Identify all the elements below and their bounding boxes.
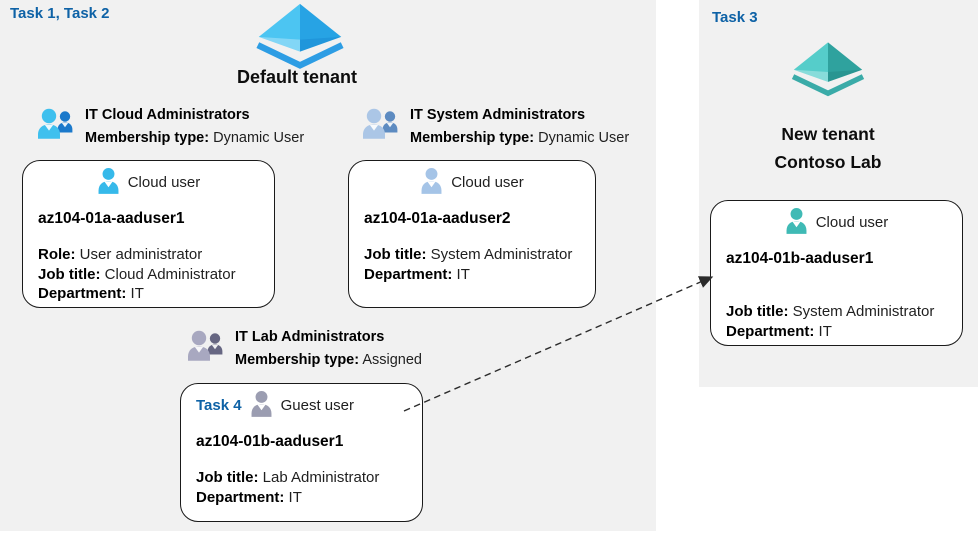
group-name: IT Cloud Administrators (85, 107, 250, 123)
group-users-icon (36, 107, 76, 146)
user-type-label: Cloud user (451, 173, 524, 191)
azure-ad-tenant-icon (254, 3, 346, 74)
new-tenant-icon (790, 40, 866, 103)
group-name: IT System Administrators (410, 107, 586, 123)
department-line: Department: IT (38, 285, 144, 302)
user-type-label: Cloud user (127, 173, 201, 191)
task4-label: Task 4 (196, 396, 242, 414)
card-header: Cloud user (726, 207, 947, 237)
group-membership: Membership type: Assigned (235, 352, 422, 368)
job-title-line: Job title: System Administrator (364, 246, 573, 263)
department-line: Department: IT (364, 265, 470, 283)
group-it-system-administrators: IT System Administrators Membership type… (361, 104, 629, 150)
department-line: Department: IT (196, 488, 302, 506)
new-tenant-name: New tenant Contoso Lab (774, 124, 882, 172)
guest-user-icon (250, 390, 273, 421)
group-it-lab-administrators: IT Lab Administrators Membership type: A… (186, 326, 422, 372)
job-title-line: Job title: Cloud Administrator (38, 265, 236, 283)
user-card-new-tenant-cloud-user: Cloud user az104-01b-aaduser1 Job title:… (710, 200, 963, 346)
username: az104-01b-aaduser1 (196, 433, 344, 450)
user-type-label: Guest user (280, 396, 354, 414)
card-header: Cloud user (38, 167, 259, 197)
task3-label: Task 3 (712, 9, 758, 26)
username: az104-01a-aaduser2 (364, 210, 511, 227)
group-membership: Membership type: Dynamic User (85, 130, 305, 146)
group-users-icon (186, 329, 226, 368)
job-title-line: Job title: Lab Administrator (196, 469, 380, 486)
username: az104-01b-aaduser1 (726, 250, 874, 267)
job-title-line: Job title: System Administrator (726, 303, 935, 320)
default-tenant-name: Default tenant (236, 67, 357, 87)
group-it-cloud-administrators: IT Cloud Administrators Membership type:… (36, 104, 304, 150)
card-header: Task 4 Guest user (196, 390, 407, 420)
user-card-guest-user: Task 4 Guest user az104-01b-aaduser1 Job… (180, 383, 423, 522)
user-card-cloud-user-2: Cloud user az104-01a-aaduser2 Job title:… (348, 160, 596, 308)
cloud-user-icon (785, 207, 808, 238)
card-header: Cloud user (364, 167, 580, 197)
department-line: Department: IT (726, 322, 832, 340)
group-name: IT Lab Administrators (235, 329, 385, 345)
username: az104-01a-aaduser1 (38, 210, 185, 227)
cloud-user-icon (97, 167, 120, 198)
task12-label: Task 1, Task 2 (10, 5, 110, 22)
role-line: Role: User administrator (38, 246, 203, 263)
group-membership: Membership type: Dynamic User (410, 130, 630, 146)
user-card-cloud-user-1: Cloud user az104-01a-aaduser1 Role: User… (22, 160, 275, 308)
cloud-user-icon (420, 167, 443, 198)
group-users-icon (361, 107, 401, 146)
user-type-label: Cloud user (815, 213, 889, 231)
